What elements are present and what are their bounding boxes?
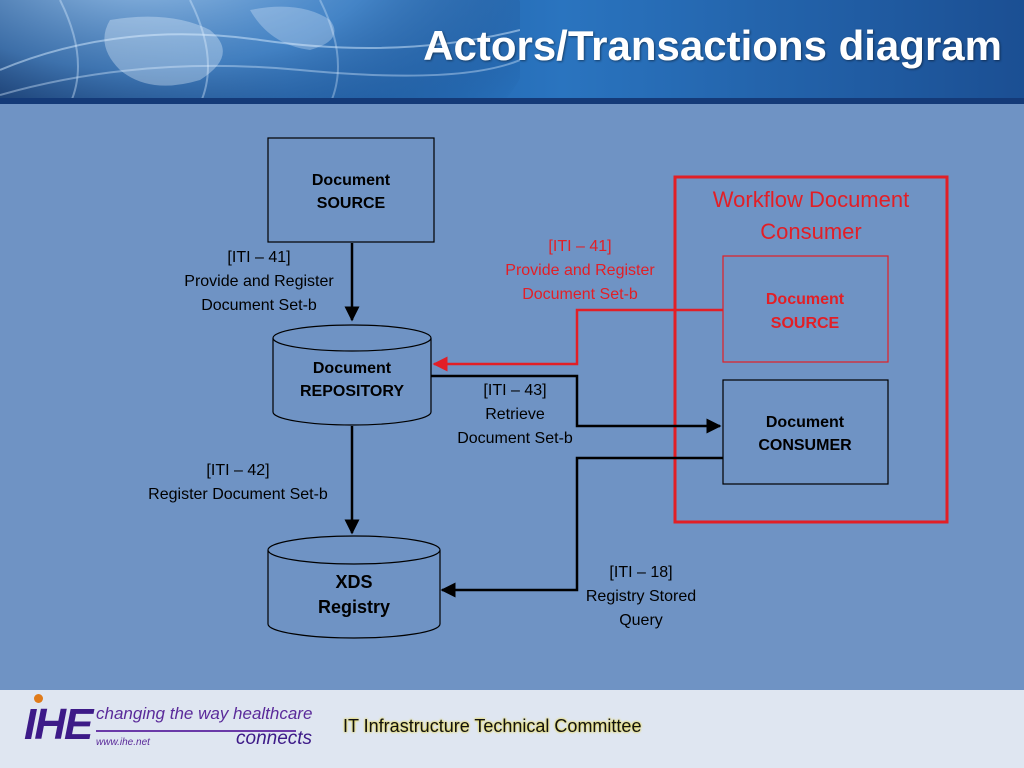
iti18-label: [ITI – 18] Registry Stored Query	[586, 564, 696, 629]
xds-registry-actor: XDS Registry	[267, 535, 441, 639]
iti43-label: [ITI – 43] Retrieve Document Set-b	[457, 382, 573, 447]
iti18-label-line2: Registry Stored	[586, 588, 696, 605]
iti43-label-line2: Retrieve	[485, 406, 545, 423]
document-repository-label-line2: REPOSITORY	[300, 383, 404, 400]
committee-name: IT Infrastructure Technical Committee	[343, 716, 642, 736]
document-source-label-line1: Document	[312, 172, 391, 189]
iti41-red-label: [ITI – 41] Provide and Register Document…	[505, 238, 655, 303]
document-repository-label-line1: Document	[313, 360, 392, 377]
workflow-consumer-group	[673, 175, 949, 524]
ihe-connects: connects	[236, 728, 313, 749]
workflow-group-label-line2: Consumer	[760, 219, 861, 244]
document-consumer-actor: Document CONSUMER	[722, 379, 889, 485]
slide-header: Actors/Transactions diagram	[0, 0, 1024, 104]
iti41-red-arrow	[432, 308, 723, 372]
workflow-group-label-line1: Workflow Document	[713, 187, 909, 212]
iti18-label-line1: [ITI – 18]	[609, 564, 672, 581]
document-consumer-label-line2: CONSUMER	[758, 437, 852, 454]
iti41-label-line2: Provide and Register	[184, 273, 334, 290]
document-consumer-label-line1: Document	[766, 414, 845, 431]
ihe-tagline: changing the way healthcare	[96, 704, 313, 723]
workflow-source-label-line2: SOURCE	[771, 315, 840, 332]
iti42-label: [ITI – 42] Register Document Set-b	[148, 462, 328, 503]
diagram-canvas: Workflow Document Consumer Document SOUR…	[0, 104, 1024, 690]
iti43-label-line1: [ITI – 43]	[483, 382, 546, 399]
workflow-source-label-line1: Document	[766, 291, 845, 308]
actors-transactions-diagram: Workflow Document Consumer Document SOUR…	[148, 137, 949, 639]
iti41-red-label-line1: [ITI – 41]	[548, 238, 611, 255]
globe-icon	[0, 0, 520, 104]
xds-registry-label-line1: XDS	[335, 572, 372, 592]
tagline-divider	[96, 730, 296, 732]
iti41-red-label-line2: Provide and Register	[505, 262, 655, 279]
iti41-label-line1: [ITI – 41]	[227, 249, 290, 266]
iti41-label: [ITI – 41] Provide and Register Document…	[184, 249, 334, 314]
iti41-label-line3: Document Set-b	[201, 297, 317, 314]
workflow-document-source-actor: Document SOURCE	[722, 255, 889, 363]
document-source-actor: Document SOURCE	[267, 137, 435, 243]
iti43-label-line3: Document Set-b	[457, 430, 573, 447]
slide-footer: IHE changing the way healthcare www.ihe.…	[0, 690, 1024, 768]
logo-dot-icon	[34, 694, 43, 703]
xds-registry-label-line2: Registry	[318, 597, 390, 617]
ihe-url: www.ihe.net	[96, 737, 150, 748]
ihe-logo: IHE	[24, 700, 93, 749]
iti18-label-line3: Query	[619, 612, 663, 629]
document-repository-actor: Document REPOSITORY	[272, 324, 432, 426]
page-title: Actors/Transactions diagram	[423, 22, 1002, 69]
iti42-label-line2: Register Document Set-b	[148, 486, 328, 503]
iti42-label-line1: [ITI – 42]	[206, 462, 269, 479]
iti18-arrow	[440, 456, 723, 598]
document-source-label-line2: SOURCE	[317, 195, 386, 212]
iti41-red-label-line3: Document Set-b	[522, 286, 638, 303]
header-band	[0, 98, 1024, 104]
iti43-arrow	[431, 374, 722, 434]
